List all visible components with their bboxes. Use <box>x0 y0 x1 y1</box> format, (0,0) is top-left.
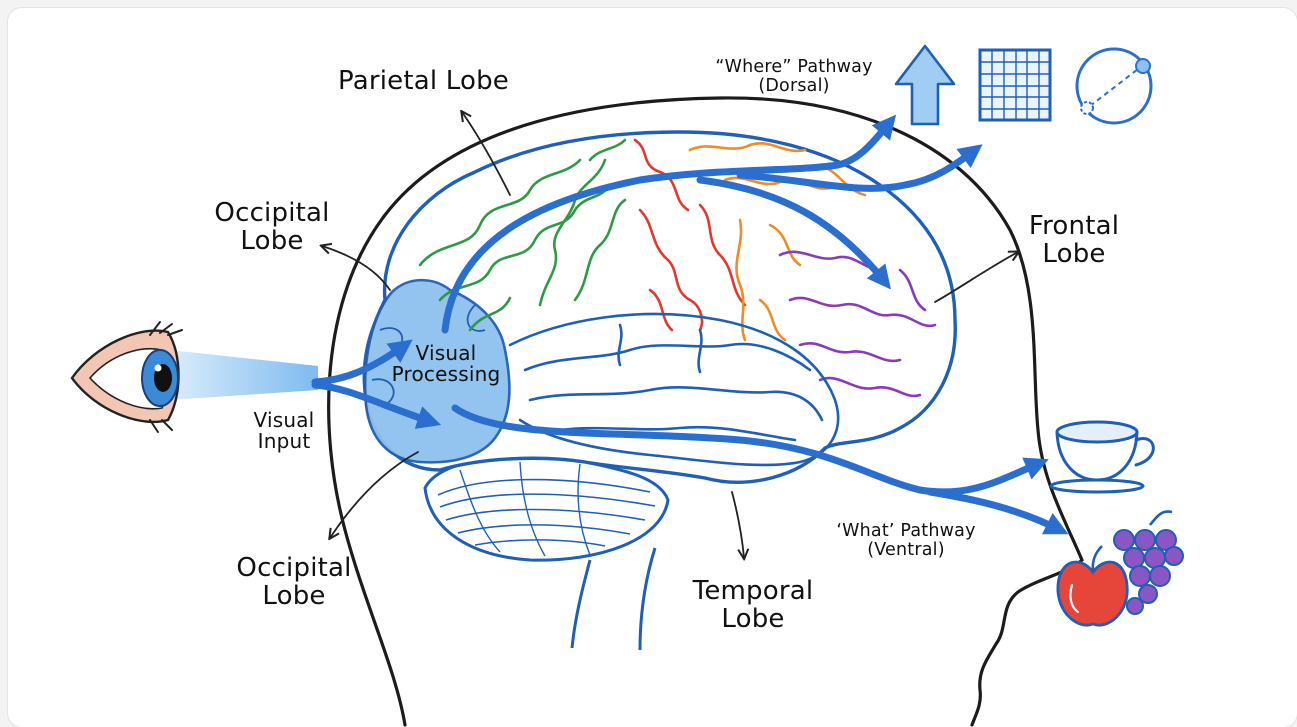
visual-processing-label: Visual Processing <box>386 343 506 385</box>
occipital-lobe-label-top: Occipital Lobe <box>202 200 342 255</box>
circle-path-icon <box>1077 49 1151 123</box>
grid-icon <box>980 50 1050 120</box>
temporal-lobe-label: Temporal Lobe <box>678 578 828 633</box>
teacup-icon <box>1051 422 1153 492</box>
parietal-lobe-label: Parietal Lobe <box>338 68 509 96</box>
visual-input-label: Visual Input <box>244 410 324 452</box>
visual-input-beam <box>170 350 318 400</box>
brain-diagram <box>8 8 1297 727</box>
occipital-lobe-label-bottom: Occipital Lobe <box>214 555 374 610</box>
up-arrow-icon <box>896 46 954 124</box>
apple-icon <box>1058 546 1127 625</box>
brain-stem <box>572 548 655 650</box>
frontal-lobe-label: Frontal Lobe <box>1014 213 1134 268</box>
where-pathway-label: “Where” Pathway (Dorsal) <box>694 58 894 95</box>
cerebellum <box>425 457 668 560</box>
eye-icon <box>72 322 182 432</box>
diagram-card: Parietal Lobe Occipital Lobe Occipital L… <box>8 8 1297 727</box>
what-pathway-label: ‘What’ Pathway (Ventral) <box>808 522 1004 559</box>
